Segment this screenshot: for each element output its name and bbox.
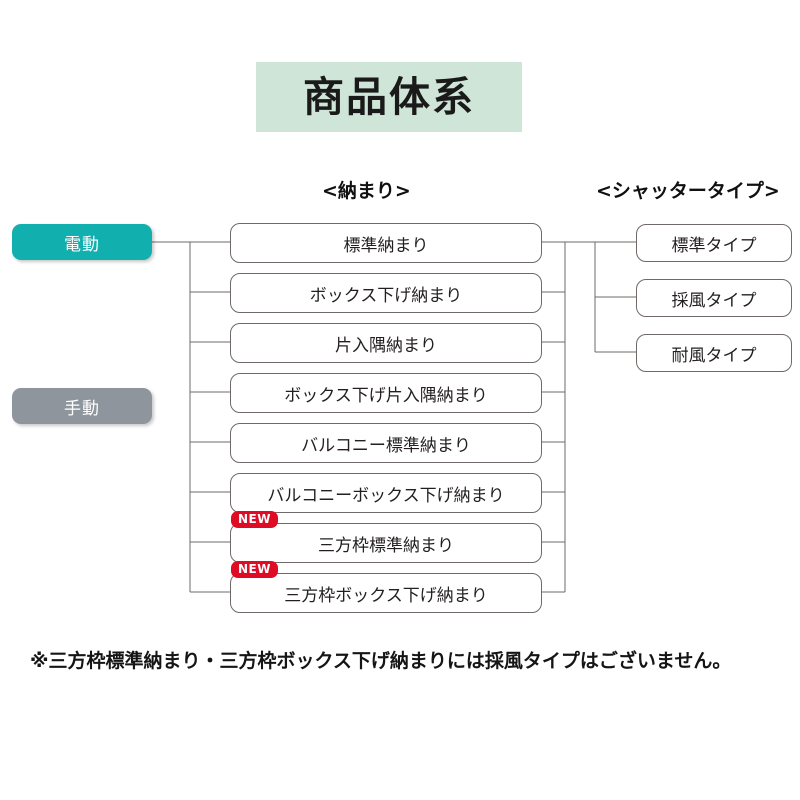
category-box-electric[interactable]: 電動: [12, 224, 152, 260]
osamari-item-7[interactable]: 三方枠標準納まり: [230, 523, 542, 563]
shutter-type-item-2[interactable]: 採風タイプ: [636, 279, 792, 317]
shutter-type-label: 耐風タイプ: [671, 345, 757, 366]
shutter-type-item-3[interactable]: 耐風タイプ: [636, 334, 792, 372]
category-box-manual[interactable]: 手動: [12, 388, 152, 424]
category-label-manual: 手動: [64, 398, 100, 419]
osamari-item-label: バルコニーボックス下げ納まり: [267, 485, 505, 506]
osamari-item-label: 片入隅納まり: [335, 335, 437, 356]
osamari-item-label: 三方枠ボックス下げ納まり: [284, 585, 488, 606]
category-label-electric: 電動: [64, 234, 100, 255]
osamari-item-label: バルコニー標準納まり: [301, 435, 471, 456]
column-header-shutter-type: <シャッタータイプ>: [596, 180, 780, 202]
osamari-item-8[interactable]: 三方枠ボックス下げ納まり: [230, 573, 542, 613]
osamari-item-label: ボックス下げ納まり: [309, 285, 463, 306]
shutter-type-label: 標準タイプ: [671, 235, 757, 256]
osamari-item-2[interactable]: ボックス下げ納まり: [230, 273, 542, 313]
osamari-item-3[interactable]: 片入隅納まり: [230, 323, 542, 363]
osamari-item-label: ボックス下げ片入隅納まり: [284, 385, 488, 406]
osamari-item-5[interactable]: バルコニー標準納まり: [230, 423, 542, 463]
osamari-item-1[interactable]: 標準納まり: [230, 223, 542, 263]
osamari-item-6[interactable]: バルコニーボックス下げ納まり: [230, 473, 542, 513]
osamari-item-label: 三方枠標準納まり: [318, 535, 454, 556]
column-header-osamari: <納まり>: [322, 180, 411, 202]
new-badge-osamari-item-8: NEW: [231, 561, 278, 578]
page-title-banner: 商品体系: [256, 62, 522, 132]
footnote-text: ※三方枠標準納まり・三方枠ボックス下げ納まりには採風タイプはございません。: [30, 650, 732, 672]
shutter-type-label: 採風タイプ: [671, 290, 757, 311]
osamari-item-label: 標準納まり: [343, 235, 429, 256]
page-title: 商品体系: [303, 72, 475, 121]
osamari-item-4[interactable]: ボックス下げ片入隅納まり: [230, 373, 542, 413]
new-badge-osamari-item-7: NEW: [231, 511, 278, 528]
shutter-type-item-1[interactable]: 標準タイプ: [636, 224, 792, 262]
